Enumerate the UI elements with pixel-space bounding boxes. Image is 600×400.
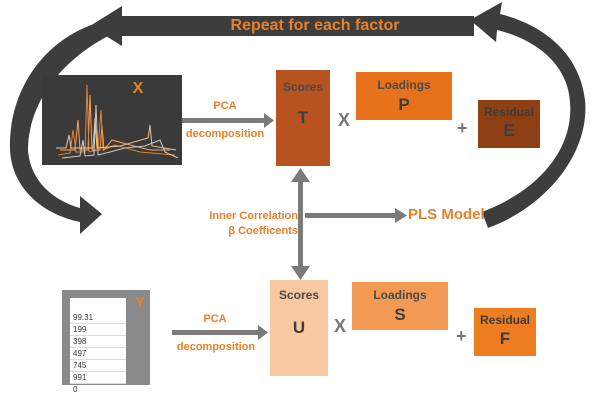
residual-e-title: Residual	[483, 105, 534, 119]
y-value: 398	[70, 336, 126, 348]
decomposition-label-bottom: decomposition	[176, 341, 256, 353]
beta-coefficients-label: β Coefficents	[228, 225, 298, 237]
multiply-sign-top: X	[338, 110, 351, 130]
residual-f-box: Residual F	[474, 308, 536, 356]
loadings-s-letter: S	[394, 305, 406, 324]
loadings-s-title: Loadings	[373, 288, 427, 302]
spectra-plot-icon	[56, 84, 179, 159]
y-matrix-label: Y	[134, 294, 145, 311]
residual-e-letter: E	[503, 121, 515, 140]
y-value: 991	[70, 372, 126, 384]
y-value: 497	[70, 348, 126, 360]
loadings-p-box: Loadings P	[356, 72, 452, 120]
loadings-p-letter: P	[398, 95, 410, 114]
pca-label-bottom: PCA	[203, 313, 227, 325]
y-value: 99.31	[70, 312, 126, 324]
repeat-banner-arrow	[90, 6, 474, 46]
loadings-s-box: Loadings S	[352, 282, 448, 330]
y-value: 745	[70, 360, 126, 372]
pls-model-label: PLS Model	[408, 206, 485, 223]
multiply-sign-bottom: X	[334, 316, 347, 336]
y-table-panel	[62, 290, 150, 385]
pca-arrow-bottom	[172, 325, 268, 340]
x-spectra-panel	[42, 75, 182, 165]
y-value: 199	[70, 324, 126, 336]
residual-f-letter: F	[499, 329, 511, 348]
curved-arrow-left-icon	[9, 22, 112, 234]
y-value: 0	[73, 385, 78, 394]
scores-u-title: Scores	[278, 288, 320, 302]
scores-u-letter: U	[292, 318, 306, 337]
residual-f-title: Residual	[479, 313, 530, 327]
curved-arrow-right-icon	[470, 2, 586, 228]
pca-arrow-top	[182, 113, 274, 128]
plus-sign-top: +	[457, 118, 468, 138]
scores-u-box: Scores U	[270, 280, 328, 376]
y-values-list: 99.31 199 398 497 745 991 0	[70, 312, 126, 395]
residual-e-box: Residual E	[478, 100, 540, 148]
double-headed-arrow-icon	[291, 168, 310, 280]
decomposition-label-top: decomposition	[185, 128, 265, 140]
x-matrix-label: X	[132, 80, 144, 97]
pca-label-top: PCA	[213, 100, 237, 112]
pls-arrow	[305, 208, 407, 223]
scores-t-box: Scores T	[276, 70, 330, 166]
plus-sign-bottom: +	[456, 326, 467, 346]
scores-t-letter: T	[297, 108, 309, 127]
inner-correlation-label: Inner Correlation	[209, 210, 298, 222]
repeat-banner-label: Repeat for each factor	[230, 17, 400, 34]
loadings-p-title: Loadings	[377, 78, 431, 92]
scores-t-title: Scores	[282, 80, 324, 94]
